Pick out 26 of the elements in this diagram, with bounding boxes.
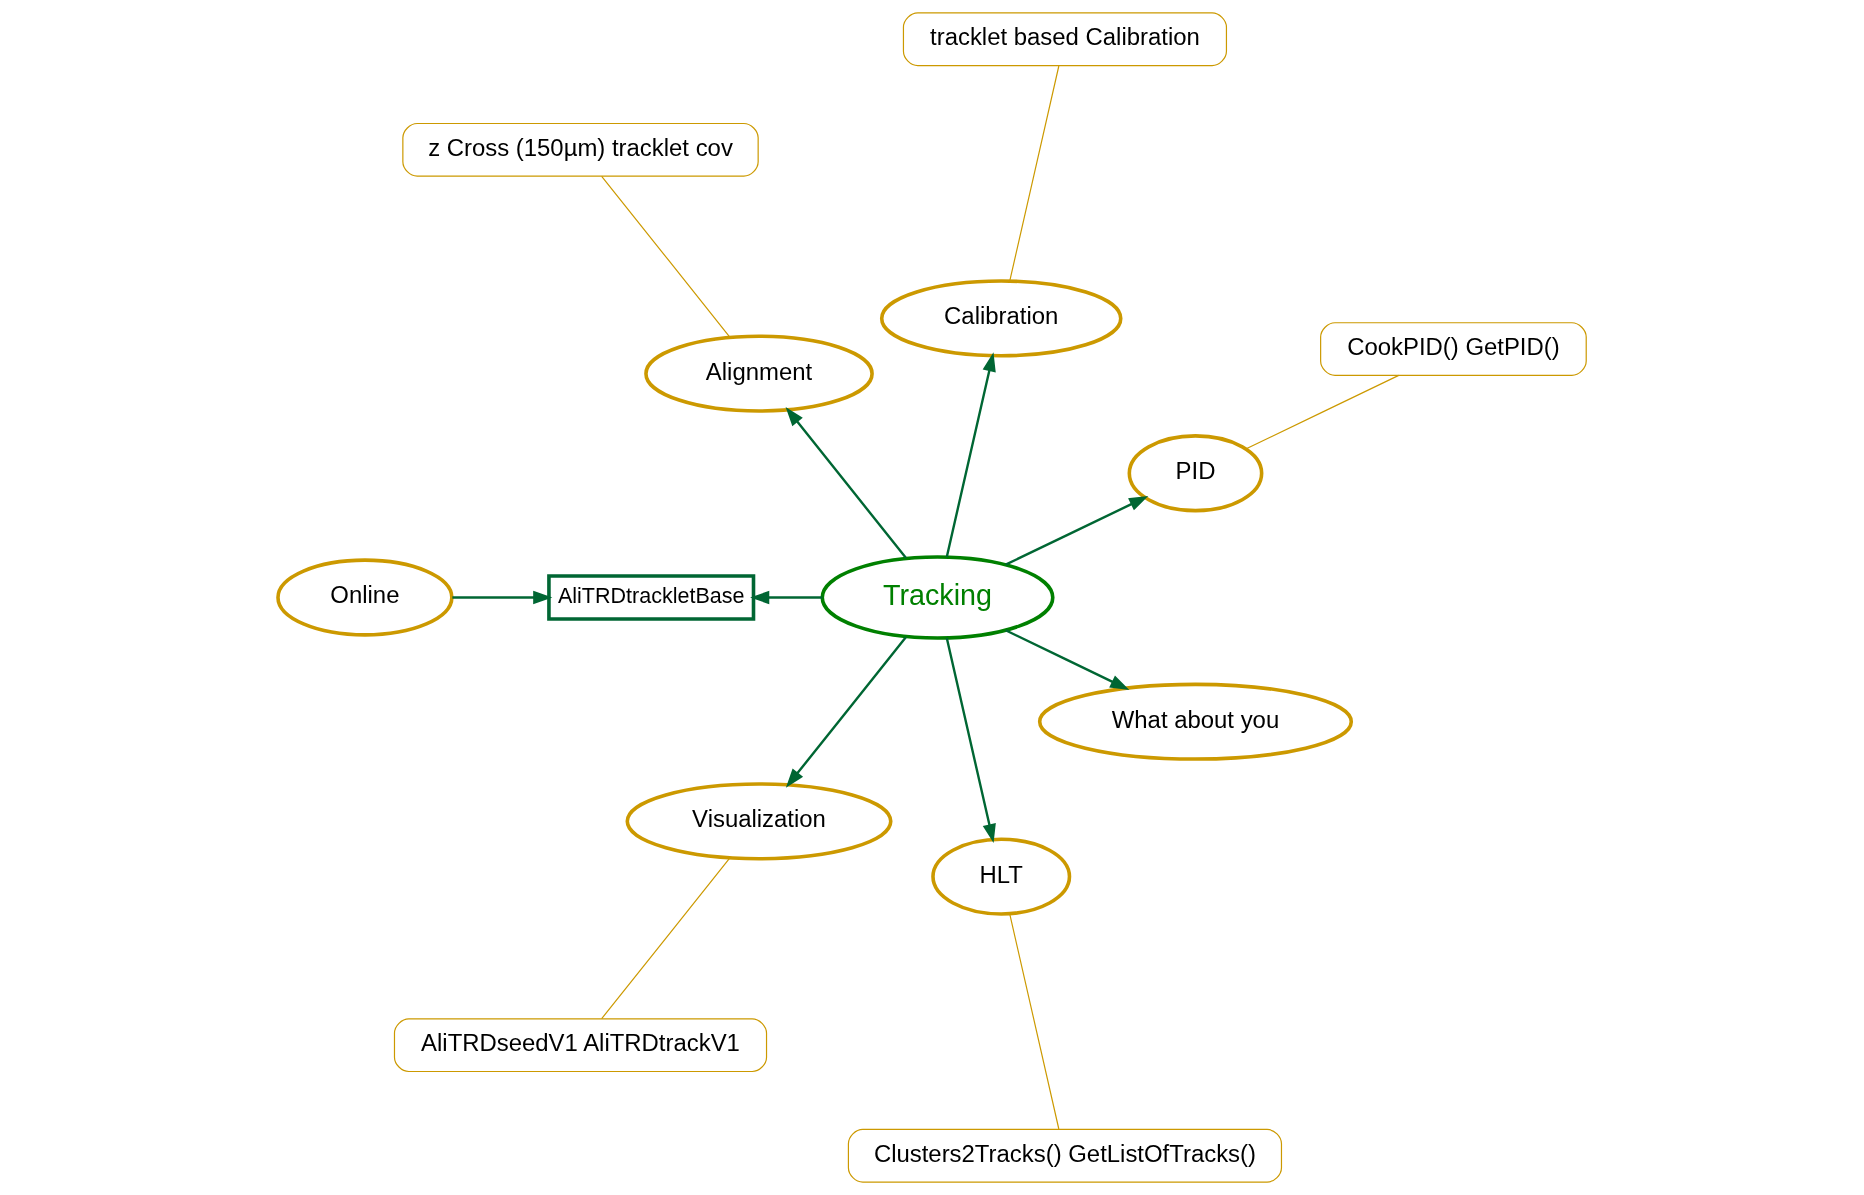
arrow: [750, 590, 823, 605]
arrow: [945, 352, 996, 558]
node-ellipse: Online: [276, 558, 454, 637]
arrow: [1005, 496, 1149, 566]
node-box: AliTRDseedV1 AliTRDtrackV1: [393, 1018, 768, 1073]
node-ellipse: Alignment: [644, 334, 874, 413]
node-ellipse: What about you: [1037, 682, 1354, 761]
node-box: CookPID() GetPID(): [1320, 322, 1587, 376]
connector: [601, 857, 731, 1020]
arrow: [1005, 629, 1130, 690]
arrow: [785, 407, 907, 559]
node-box: Clusters2Tracks() GetListOfTracks(): [847, 1128, 1283, 1183]
connector: [1009, 65, 1060, 282]
connector: [1009, 913, 1060, 1130]
node-box: tracklet based Calibration: [902, 12, 1228, 67]
node-box: z Cross (150µm) tracklet cov: [402, 122, 759, 177]
arrow: [452, 590, 553, 605]
connector: [601, 175, 731, 339]
arrow: [945, 637, 996, 844]
node-ellipse: Visualization: [625, 782, 893, 861]
node-ellipse: Tracking: [820, 555, 1055, 640]
connector: [1245, 374, 1400, 450]
arrow: [785, 636, 907, 788]
node-ellipse: Calibration: [879, 279, 1123, 358]
node-box: AliTRDtrackletBase: [547, 574, 756, 621]
node-ellipse: HLT: [931, 837, 1072, 916]
